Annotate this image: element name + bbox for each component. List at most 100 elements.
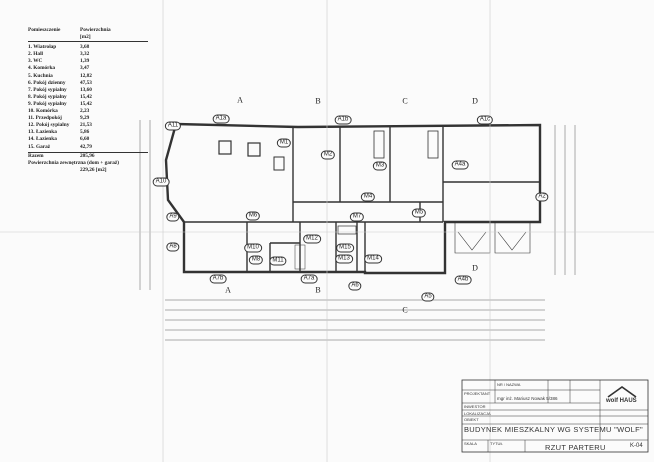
room-name: 8. Pokój sypialny xyxy=(28,93,67,100)
designer-label: PROJEKTANT xyxy=(464,391,491,396)
room-name: 6. Pokój dzienny xyxy=(28,79,66,86)
investor-label: INWESTOR xyxy=(464,404,486,409)
section-marker: A xyxy=(225,285,231,295)
section-marker: B xyxy=(315,96,321,106)
room-area: 13,60 xyxy=(80,86,92,93)
section-marker: D xyxy=(472,96,478,106)
table-row: 15. Garaż 42,79 xyxy=(28,144,148,151)
wall-label: A2 xyxy=(535,192,549,202)
room-label: M1 xyxy=(276,138,292,148)
garage-doors xyxy=(454,222,531,254)
wolf-logo-icon xyxy=(607,386,637,398)
room-area: 42,79 xyxy=(80,143,92,150)
outer-area-value: 229,26 [m2] xyxy=(80,166,107,173)
title-label: TYTUŁ xyxy=(490,441,503,446)
wall-label: A1a xyxy=(212,114,230,124)
designer-name: mgr inż. Mariusz Nowak 5/386 xyxy=(497,396,558,401)
table-row: 4. Komórka 3,47 xyxy=(28,65,148,72)
wall-label: A4a xyxy=(451,160,469,170)
room-area: 3,47 xyxy=(80,65,90,72)
table-row: 5. Kuchnia 12,82 xyxy=(28,73,148,80)
room-name: 12. Pokój sypialny xyxy=(28,122,70,129)
wall-label: A7b xyxy=(209,274,227,284)
outer-area-label: Powierzchnia zewnętrzna (dom + garaż) xyxy=(28,159,119,166)
wall-label: A1b xyxy=(334,115,352,125)
room-name: 3. WC xyxy=(28,58,43,65)
room-name: 10. Komórka xyxy=(28,108,58,115)
room-name: 4. Komórka xyxy=(28,65,56,72)
room-area: 2,23 xyxy=(80,108,90,115)
section-marker: D xyxy=(472,263,478,273)
wall-label: A9 xyxy=(166,212,180,222)
room-name: 7. Pokój sypialny xyxy=(28,86,67,93)
room-label: M6 xyxy=(245,211,261,221)
section-marker: C xyxy=(402,305,408,315)
room-name: 2. Hall xyxy=(28,51,44,58)
wall-label: A1c xyxy=(476,115,494,125)
table-row: 3. WC 1,39 xyxy=(28,58,148,65)
room-name: 5. Kuchnia xyxy=(28,72,53,79)
room-name: 14. Łazienka xyxy=(28,136,57,143)
table-row: 9. Pokój sypialny 15,42 xyxy=(28,101,148,108)
room-label: M15 xyxy=(336,243,354,253)
table-row: 10. Komórka 2,23 xyxy=(28,108,148,115)
room-label: M7 xyxy=(349,212,365,222)
room-name: 13. Łazienka xyxy=(28,129,57,136)
section-marker: B xyxy=(315,285,321,295)
room-label: M5 xyxy=(411,208,427,218)
room-label: M10 xyxy=(244,243,262,253)
room-name: 11. Przedpokój xyxy=(28,115,62,122)
wall-label: A6 xyxy=(348,281,362,291)
room-area: 3,68 xyxy=(80,44,90,51)
logo-text: wolf HAUS xyxy=(606,398,637,404)
table-row: 7. Pokój sypialny 13,60 xyxy=(28,87,148,94)
nr-label: NR / NAZWA xyxy=(497,382,521,387)
room-area: 47,53 xyxy=(80,79,92,86)
room-area: 12,82 xyxy=(80,72,92,79)
room-name: 1. Wiatrołap xyxy=(28,44,57,51)
wall-label: A5 xyxy=(421,292,435,302)
drawing-title: RZUT PARTERU xyxy=(545,443,606,452)
room-area: 3,32 xyxy=(80,51,90,58)
dimension-lines xyxy=(139,120,576,341)
section-marker: C xyxy=(402,96,408,106)
room-label: M3 xyxy=(372,161,388,171)
room-area: 15,42 xyxy=(80,93,92,100)
table-row: 12. Pokój sypialny 21,53 xyxy=(28,122,148,129)
object-name: BUDYNEK MIESZKALNY WG SYSTEMU "WOLF" xyxy=(464,425,643,434)
room-area: 1,39 xyxy=(80,58,90,65)
room-area: 9,29 xyxy=(80,115,90,122)
sheet-number: K-04 xyxy=(630,443,643,449)
table-row: 11. Przedpokój 9,29 xyxy=(28,115,148,122)
section-marker: A xyxy=(237,95,243,105)
room-label: M4 xyxy=(360,192,376,202)
table-row: 1. Wiatrołap 3,68 xyxy=(28,44,148,51)
table-row: 6. Pokój dzienny 47,53 xyxy=(28,80,148,87)
object-label: OBIEKT xyxy=(464,417,479,422)
scale-label: SKALA xyxy=(464,441,477,446)
table-row: 2. Hall 3,32 xyxy=(28,51,148,58)
header-room: Pomieszczenie xyxy=(28,27,61,33)
header-area: Powierzchnia [m2] xyxy=(80,27,111,41)
wall-label: A8 xyxy=(166,242,180,252)
room-name: 9. Pokój sypialny xyxy=(28,100,67,107)
wall-label: A4b xyxy=(454,275,472,285)
room-label: M2 xyxy=(320,150,336,160)
table-row: 8. Pokój sypialny 15,42 xyxy=(28,94,148,101)
total-value: 205,96 xyxy=(80,152,95,159)
room-area: 21,53 xyxy=(80,122,92,129)
room-label: M13 xyxy=(335,254,353,264)
room-area: 15,42 xyxy=(80,100,92,107)
room-label: M8 xyxy=(248,255,264,265)
room-area-table: Pomieszczenie Powierzchnia [m2] 1. Wiatro… xyxy=(28,27,148,174)
total-label: Razem xyxy=(28,152,44,159)
wall-label: A7a xyxy=(300,274,318,284)
wall-label: A10 xyxy=(152,177,170,187)
room-label: M12 xyxy=(303,234,321,244)
room-label: M14 xyxy=(364,254,382,264)
room-name: 15. Garaż xyxy=(28,143,51,150)
location-label: LOKALIZACJA xyxy=(464,411,491,416)
